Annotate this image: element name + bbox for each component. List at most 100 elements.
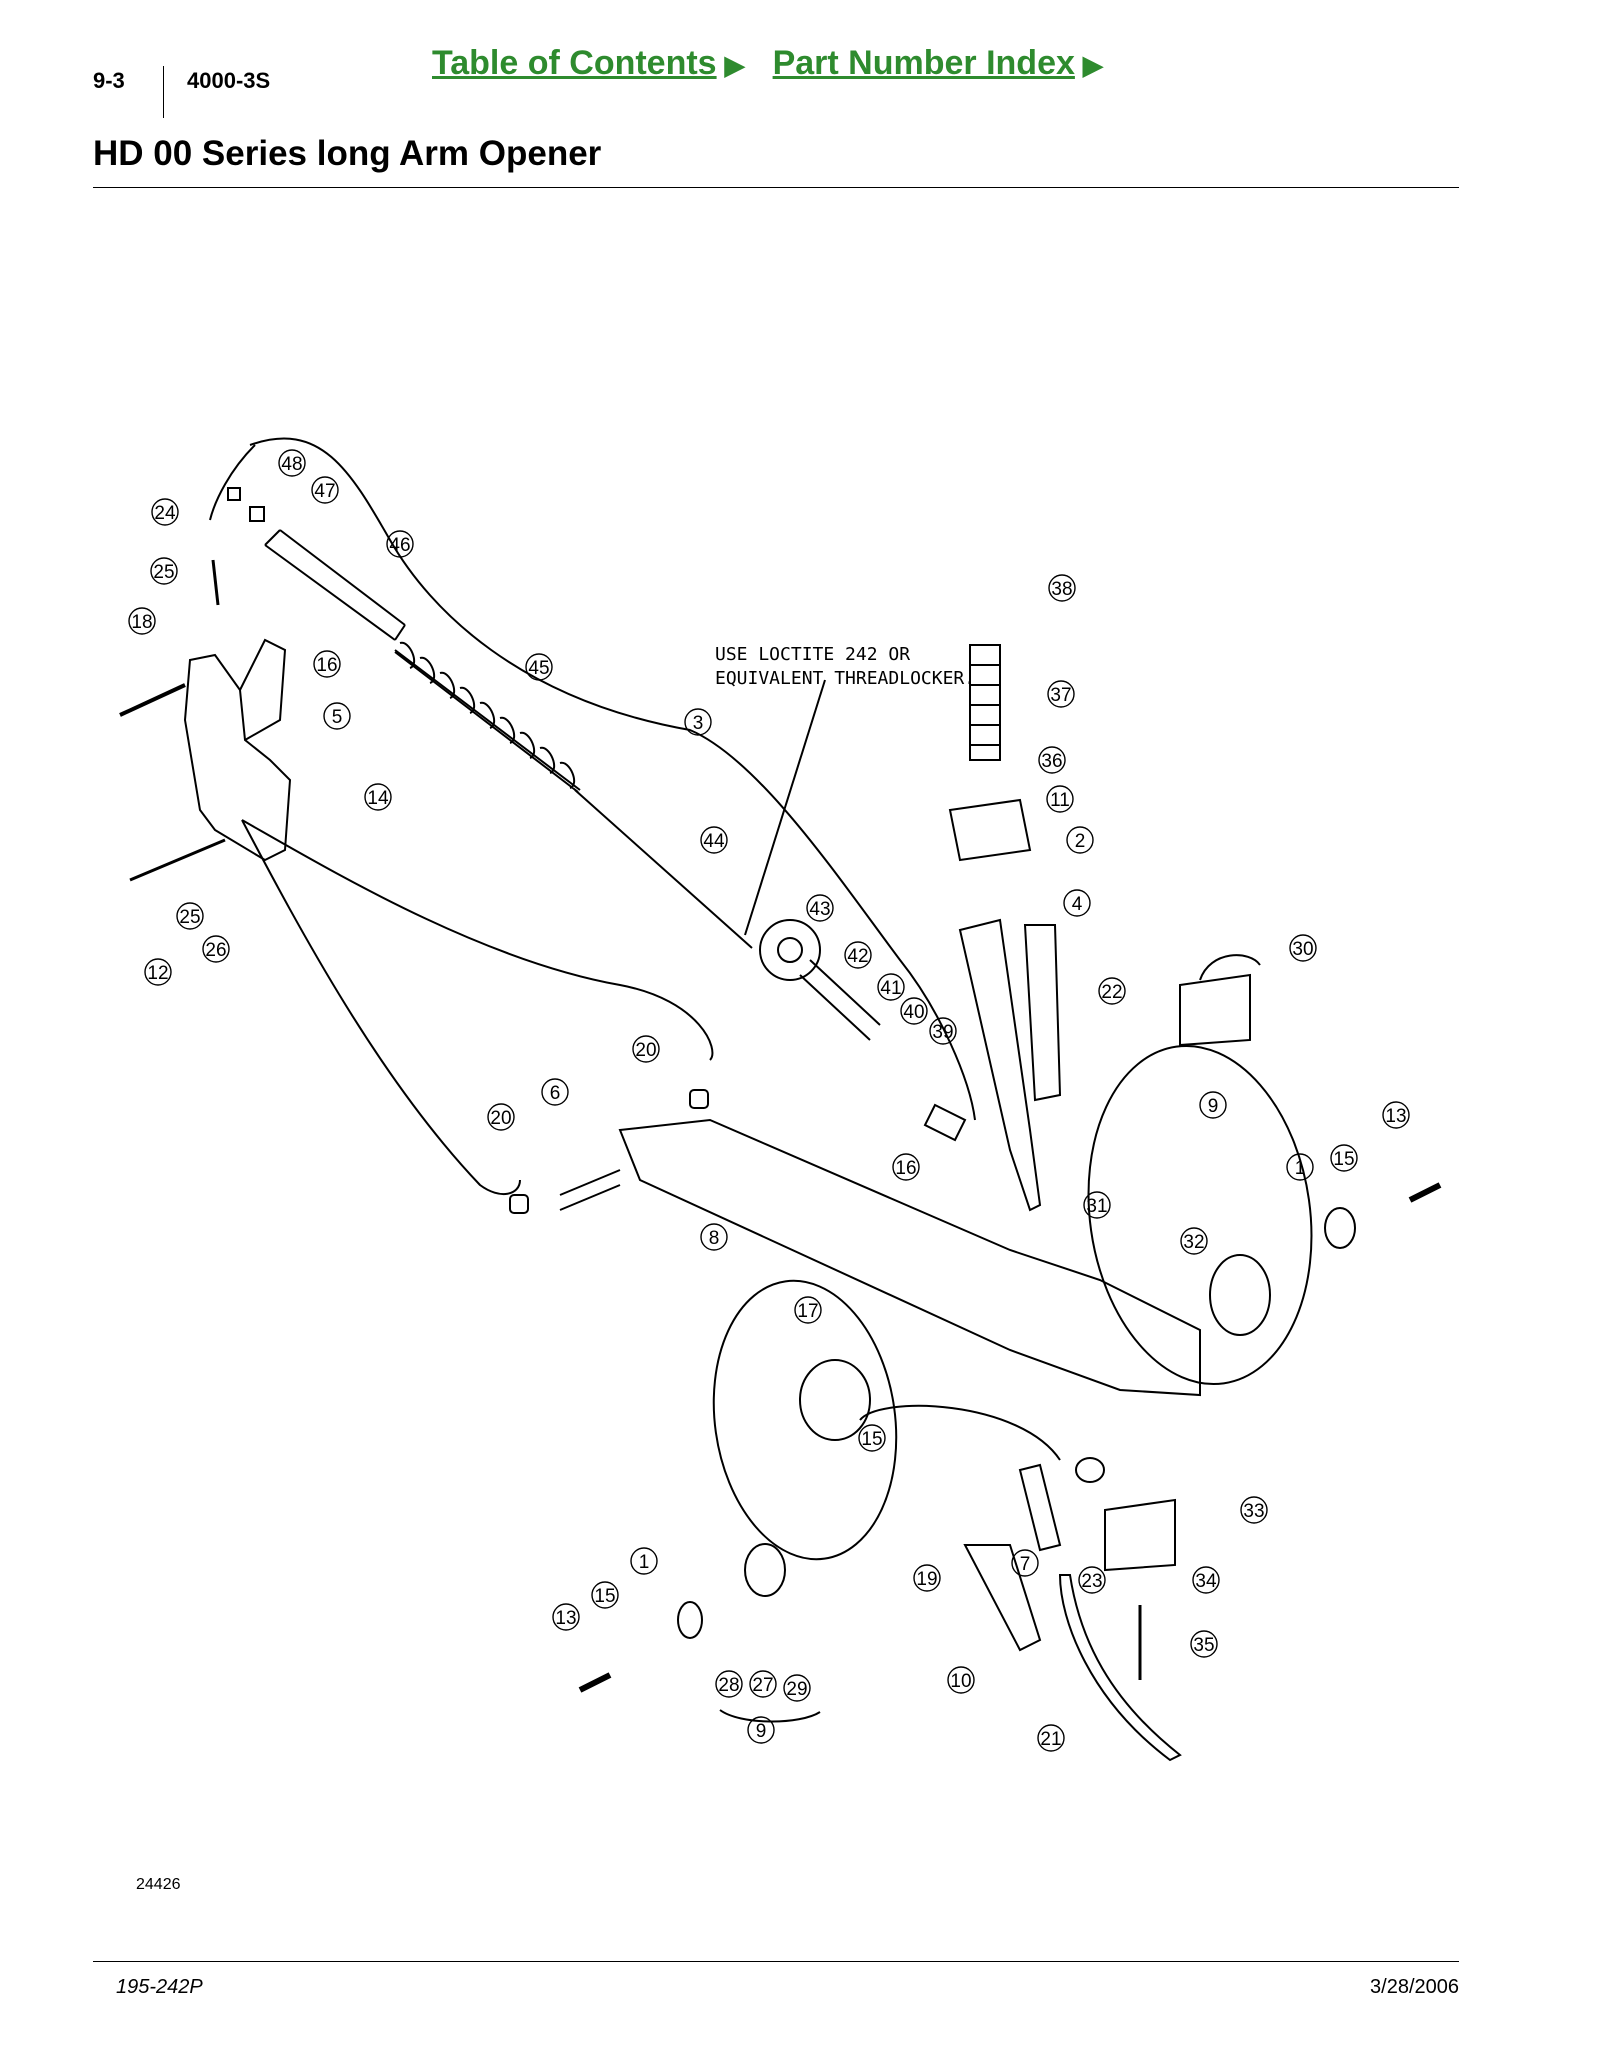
callout-label: 13: [1385, 1106, 1406, 1127]
bushing-20: [509, 1194, 529, 1214]
callout-3: 3: [684, 708, 712, 736]
bracket-5: [183, 653, 292, 862]
callout-4: 4: [1063, 889, 1091, 917]
callout-15: 15: [1330, 1144, 1358, 1172]
callout-label: 37: [1050, 685, 1071, 706]
callout-label: 20: [490, 1108, 511, 1129]
callout-11: 11: [1046, 785, 1074, 813]
callout-25: 25: [176, 902, 204, 930]
callout-18: 18: [128, 607, 156, 635]
bushing-20: [689, 1089, 709, 1109]
shank-21: [1058, 1574, 1182, 1762]
callout-9: 9: [747, 1716, 775, 1744]
leader-line: [241, 819, 521, 1195]
callout-label: 3: [693, 713, 704, 734]
callout-label: 10: [950, 1671, 971, 1692]
callout-label: 30: [1292, 939, 1313, 960]
spring-45: [394, 641, 581, 793]
callout-label: 9: [1208, 1096, 1219, 1117]
callout-label: 26: [205, 940, 226, 961]
callout-7: 7: [1011, 1549, 1039, 1577]
leader-line: [209, 444, 256, 521]
callout-6: 6: [541, 1078, 569, 1106]
callout-28: 28: [715, 1670, 743, 1698]
callout-label: 32: [1183, 1232, 1204, 1253]
note-arrow: [744, 679, 826, 936]
callout-label: 20: [635, 1040, 656, 1061]
callout-31: 31: [1083, 1191, 1111, 1219]
callout-15: 15: [858, 1424, 886, 1452]
callout-39: 39: [929, 1017, 957, 1045]
callout-48: 48: [278, 449, 306, 477]
callout-label: 15: [1333, 1149, 1354, 1170]
callout-label: 38: [1051, 579, 1072, 600]
right-arrow-icon: ▶: [1082, 50, 1103, 80]
callout-label: 31: [1086, 1196, 1107, 1217]
callout-40: 40: [900, 997, 928, 1025]
bearing-1: [1324, 1207, 1356, 1249]
note: USE LOCTITE 242 OR EQUIVALENT THREADLOCK…: [715, 644, 975, 689]
callout-9: 9: [1199, 1091, 1227, 1119]
callout-36: 36: [1038, 746, 1066, 774]
bearing-1: [677, 1601, 703, 1639]
leader-line: [241, 819, 714, 1061]
callout-label: 11: [1050, 790, 1070, 811]
callout-label: 27: [752, 1675, 773, 1696]
washer-43: [759, 919, 821, 981]
callout-34: 34: [1192, 1566, 1220, 1594]
callout-label: 47: [314, 481, 335, 502]
callout-label: 33: [1243, 1501, 1264, 1522]
callout-label: 17: [797, 1301, 818, 1322]
callout-1: 1: [630, 1547, 658, 1575]
bolt-12: [129, 838, 226, 882]
callout-33: 33: [1240, 1496, 1268, 1524]
callout-27: 27: [749, 1670, 777, 1698]
leader-line: [249, 437, 976, 1121]
callout-30: 30: [1289, 934, 1317, 962]
callout-47: 47: [311, 476, 339, 504]
callout-23: 23: [1078, 1566, 1106, 1594]
callout-label: 19: [916, 1569, 937, 1590]
callout-16: 16: [892, 1153, 920, 1181]
callout-label: 29: [786, 1679, 807, 1700]
callout-15: 15: [591, 1581, 619, 1609]
callout-41: 41: [877, 973, 905, 1001]
callout-label: 25: [153, 562, 174, 583]
callout-label: 2: [1075, 831, 1086, 852]
date: 3/28/2006: [1370, 1976, 1459, 1998]
rod-44: [574, 789, 753, 949]
seed-tube-4: [958, 918, 1042, 1212]
part-number-index-link[interactable]: Part Number Index: [772, 44, 1075, 82]
table-of-contents-link[interactable]: Table of Contents: [432, 44, 717, 82]
callout-8: 8: [700, 1223, 728, 1251]
callout-22: 22: [1098, 977, 1126, 1005]
figure-id: 24426: [136, 1876, 181, 1893]
callout-label: 15: [594, 1586, 615, 1607]
callout-17: 17: [794, 1296, 822, 1324]
callout-label: 43: [809, 899, 830, 920]
title-rule: [93, 187, 1459, 188]
callout-label: 1: [639, 1552, 650, 1573]
model-label: 4000-3S: [187, 68, 271, 93]
tube-42: [799, 959, 881, 1041]
callout-45: 45: [525, 653, 553, 681]
callout-38: 38: [1048, 574, 1076, 602]
pin-6: [559, 1169, 621, 1211]
callout-label: 24: [154, 503, 176, 524]
callout-label: 46: [389, 535, 410, 556]
callout-label: 44: [703, 831, 725, 852]
callout-label: 7: [1020, 1554, 1031, 1575]
footer-rule: [93, 1961, 1459, 1962]
callout-10: 10: [947, 1666, 975, 1694]
callout-32: 32: [1180, 1227, 1208, 1255]
right-arrow-icon: ▶: [724, 50, 745, 80]
callout-13: 13: [552, 1603, 580, 1631]
scraper-arm: [859, 1404, 1061, 1461]
callout-label: 22: [1101, 982, 1122, 1003]
callout-label: 28: [718, 1675, 739, 1696]
callout-21: 21: [1037, 1724, 1065, 1752]
callout-26: 26: [202, 935, 230, 963]
callout-label: 39: [932, 1022, 953, 1043]
bolt-24: [211, 559, 220, 606]
bushing-48: [227, 487, 241, 501]
